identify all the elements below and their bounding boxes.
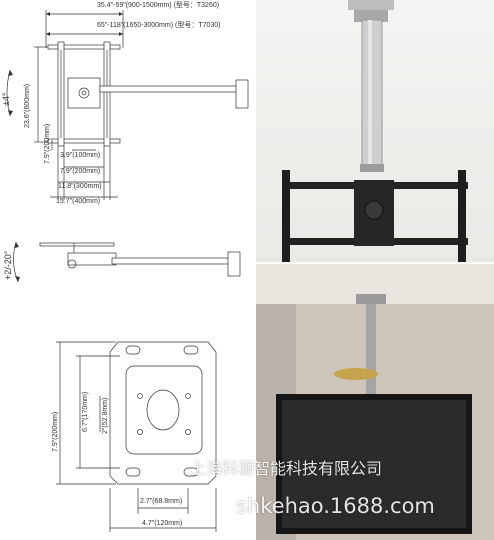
label-plate-width: 4.7"(120mm) xyxy=(142,520,183,527)
watermark-site: shkehao.1688.com xyxy=(236,494,435,518)
label-plate-hole-w: 2.7"(68.8mm) xyxy=(140,498,183,505)
spec-t3260: 35.4"-59"(900-1500mm) (型号：T3260) xyxy=(97,2,220,9)
label-w100: 3.9"(100mm) xyxy=(60,152,101,159)
label-height-600: 23.6"(600mm) xyxy=(24,83,31,128)
label-w300: 11.8"(300mm) xyxy=(58,183,102,190)
ceiling-bracket-illustration xyxy=(282,0,468,262)
installed-tv-illustration xyxy=(256,264,494,540)
label-plate-inner: 6.7"(170mm) xyxy=(82,391,89,432)
label-tilt-side: +2/-20° xyxy=(3,250,13,280)
installation-photo xyxy=(256,264,494,540)
label-w200: 7.9"(200mm) xyxy=(60,168,101,175)
dimension-drawing xyxy=(6,10,249,532)
label-w400: 15.7"(400mm) xyxy=(56,198,101,205)
label-inner-200: 7.9"(200mm) xyxy=(44,123,51,164)
product-photo xyxy=(256,0,494,262)
label-plate-height: 7.9"(200mm) xyxy=(52,411,59,452)
technical-drawing-panel: 35.4"-59"(900-1500mm) (型号：T3260) 65"-118… xyxy=(1,2,249,532)
label-plate-hole-h: 2"(52.8mm) xyxy=(102,397,109,434)
label-tilt-top: ±4° xyxy=(1,92,11,106)
spec-t7030: 65"-118"(1650-3000mm) (型号：T7030) xyxy=(97,22,221,29)
watermark-company: 上海科灏智能科技有限公司 xyxy=(190,459,383,478)
